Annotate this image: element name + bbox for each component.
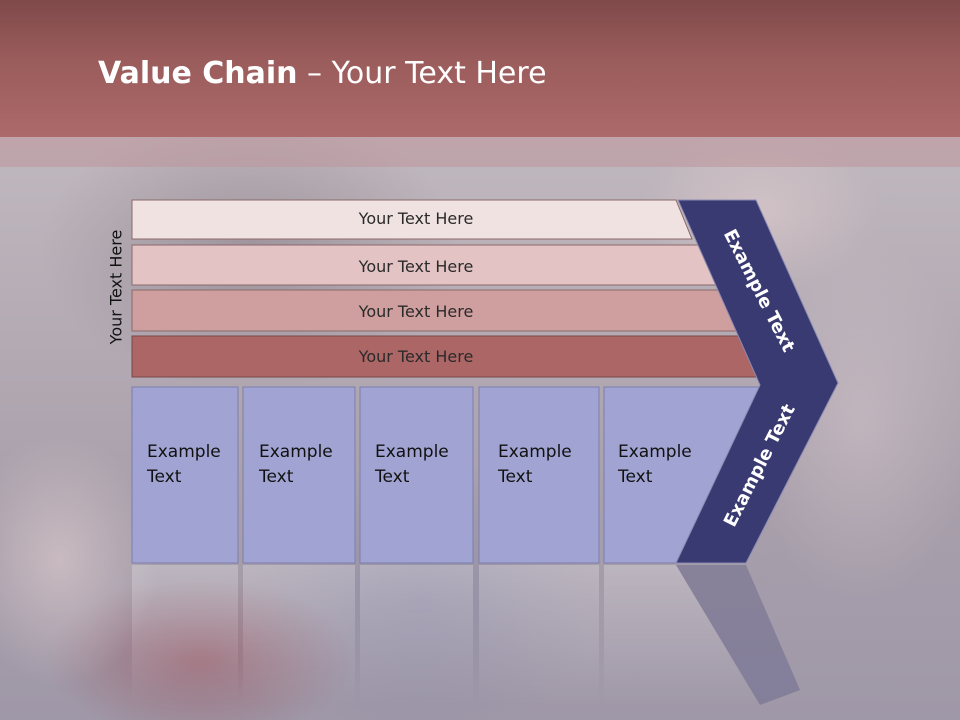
title-bold: Value Chain bbox=[98, 56, 298, 91]
support-row-1 bbox=[131, 199, 693, 240]
primary-cell-1 bbox=[131, 386, 239, 564]
margin-chevron bbox=[675, 199, 839, 564]
support-row-2-label: Your Text Here bbox=[358, 257, 474, 276]
primary-cell-4 bbox=[478, 386, 600, 564]
slide-title: Value Chain – Your Text Here bbox=[98, 54, 547, 94]
reflection bbox=[132, 565, 800, 705]
support-row-1-label: Your Text Here bbox=[358, 209, 474, 228]
primary-cell-3 bbox=[359, 386, 474, 564]
primary-cell-2 bbox=[242, 386, 356, 564]
support-row-4-label: Your Text Here bbox=[358, 347, 474, 366]
title-rest: – Your Text Here bbox=[297, 56, 547, 91]
header-subband bbox=[0, 137, 960, 167]
header-band bbox=[0, 0, 960, 137]
support-row-3-label: Your Text Here bbox=[358, 302, 474, 321]
